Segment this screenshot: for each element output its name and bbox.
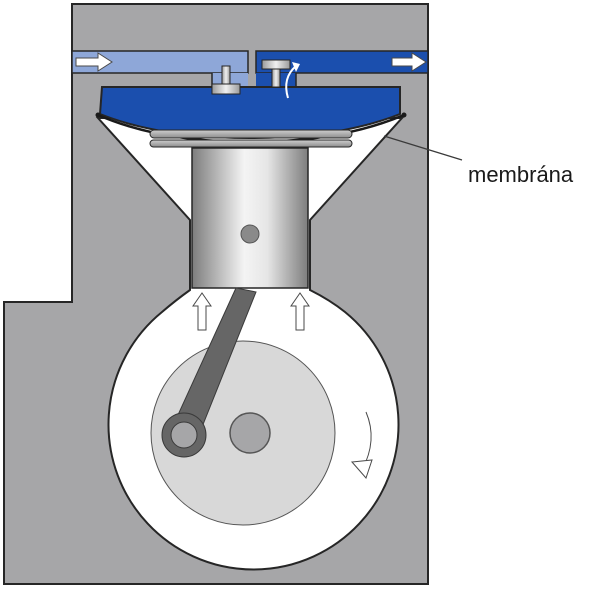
rotation-arrow — [350, 411, 374, 479]
piston — [191, 147, 309, 289]
membrane-plate-lower — [149, 139, 353, 148]
inlet-channel — [71, 50, 249, 74]
membrane-plate-upper — [149, 129, 353, 139]
inlet-valve — [211, 65, 241, 95]
piston-pin — [240, 224, 260, 244]
crankshaft — [229, 412, 271, 454]
membrane-leader-line — [383, 135, 463, 161]
inlet-arrow — [75, 52, 113, 72]
air-intake-arrow-left — [192, 292, 212, 331]
air-intake-arrow-right — [290, 292, 310, 331]
outlet-valve — [261, 59, 291, 88]
membrane-label: membrána — [468, 162, 574, 187]
outlet-channel — [255, 50, 429, 74]
valve-flow-arrow — [285, 62, 300, 99]
outlet-arrow — [391, 52, 427, 72]
